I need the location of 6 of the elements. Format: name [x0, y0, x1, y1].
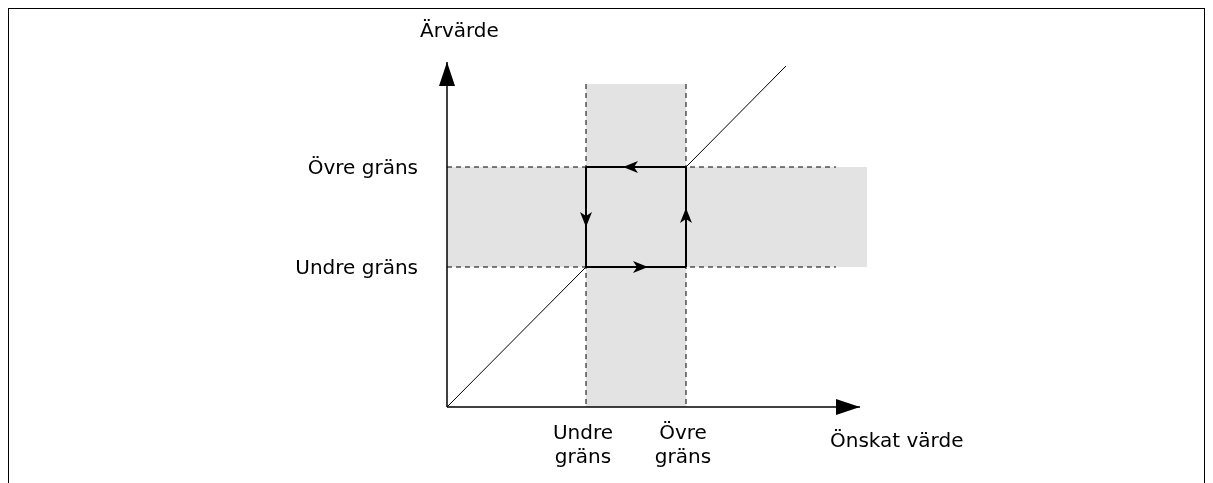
- axis-title: Ärvärde: [420, 18, 499, 42]
- tick-label: Undre gräns: [295, 255, 418, 279]
- tick-label: Övre gräns: [653, 420, 713, 468]
- tick-label: Övre gräns: [307, 155, 418, 179]
- axis-title: Önskat värde: [830, 428, 964, 452]
- tick-label: Undre gräns: [551, 420, 615, 468]
